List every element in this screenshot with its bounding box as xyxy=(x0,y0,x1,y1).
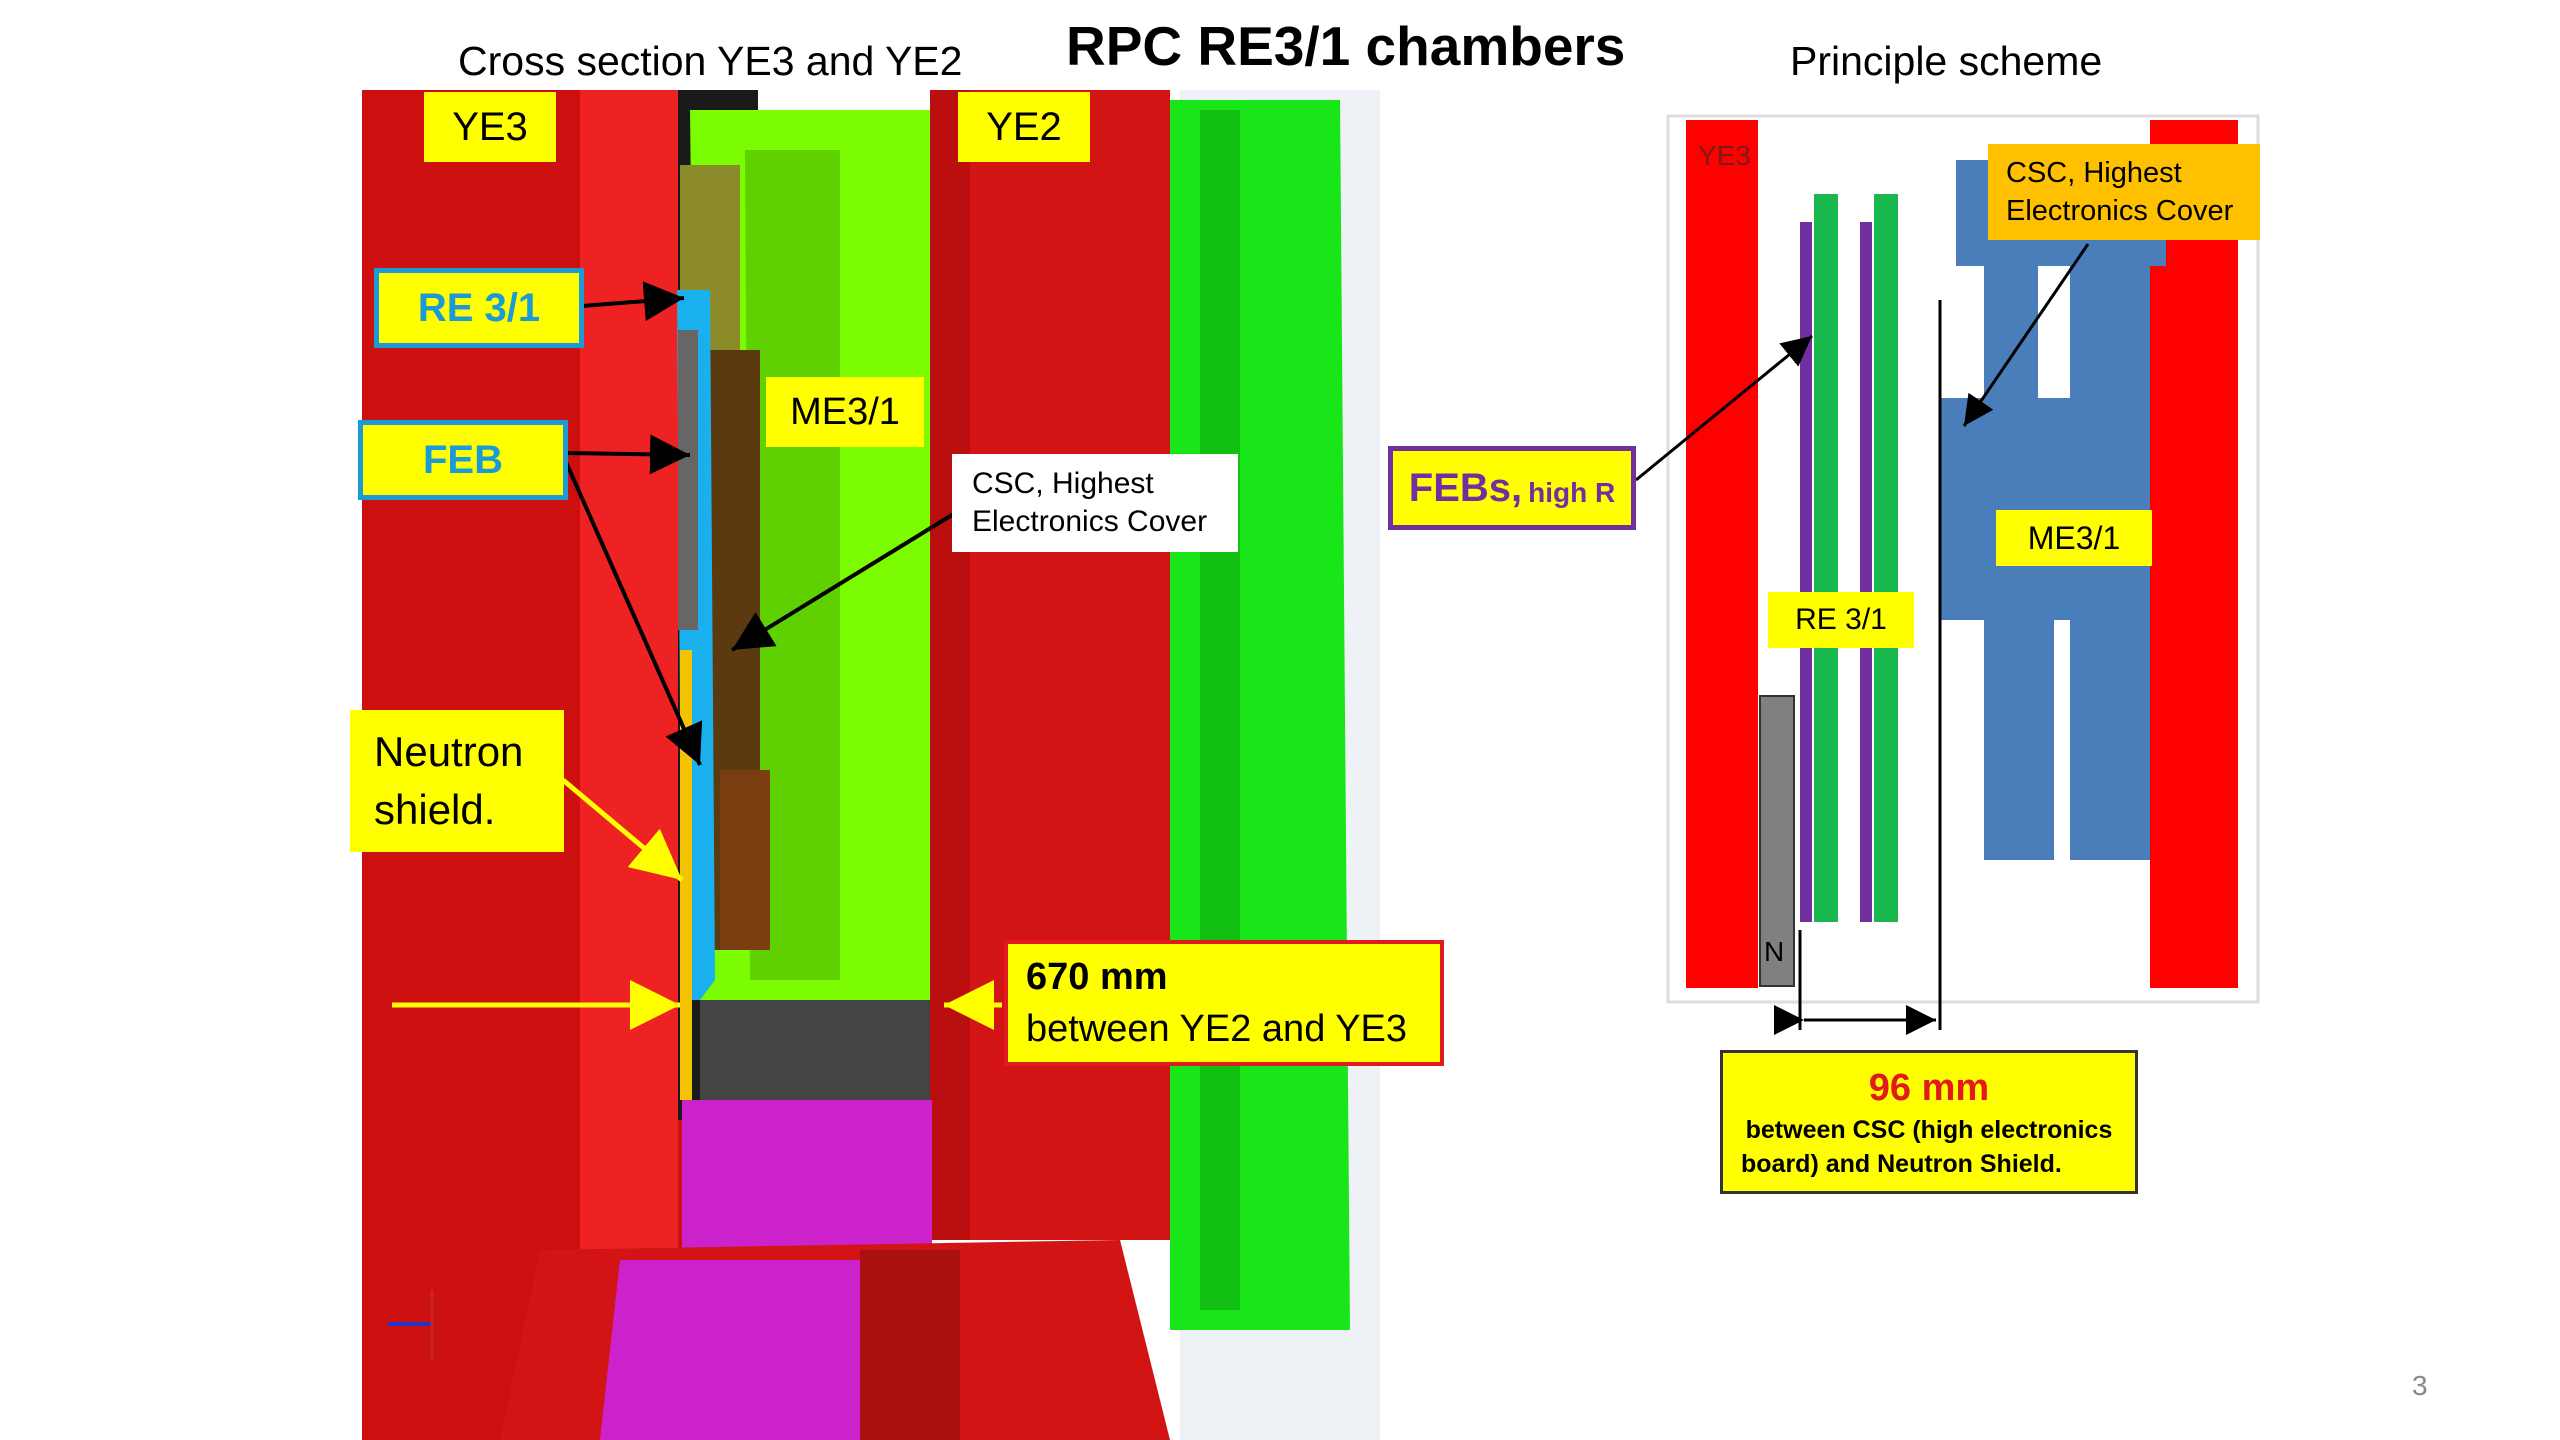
csc-callout-line2: Electronics Cover xyxy=(972,505,1208,538)
febs-arrow xyxy=(1635,334,1813,482)
feb-arrow-2 xyxy=(564,461,703,766)
neutron-shield-line2: shield. xyxy=(374,786,496,833)
feb-arrow-1 xyxy=(565,434,691,475)
magenta-base xyxy=(682,1100,932,1250)
feb-boards xyxy=(678,330,698,630)
scheme-re-purple-2 xyxy=(1860,222,1872,922)
lower-wheel-hub xyxy=(600,1260,900,1440)
scheme-neutron-block xyxy=(1759,695,1795,987)
neutron-arrow xyxy=(561,778,684,882)
scheme-re-purple-1 xyxy=(1800,222,1812,922)
page-number: 3 xyxy=(2412,1370,2428,1401)
lower-grey-block xyxy=(700,1000,930,1100)
gap-670-value: 670 mm xyxy=(1026,956,1168,998)
me31-brown-lower xyxy=(720,770,770,950)
ye2-side-chamber-shade xyxy=(1200,110,1240,1310)
febs-label: FEBs, high R xyxy=(1388,446,1636,530)
scheme-csc-arrow xyxy=(1962,243,2090,427)
scheme-me31-label: ME3/1 xyxy=(1996,510,2152,566)
scheme-re31-label: RE 3/1 xyxy=(1768,592,1914,648)
csc-callout: CSC, Highest Electronics Cover xyxy=(952,454,1238,552)
scheme-n-label: N xyxy=(1764,936,1785,967)
dist-96-line1: between CSC (high electronics xyxy=(1745,1116,2113,1144)
scheme-csc-line1: CSC, Highest xyxy=(2006,157,2182,189)
scheme-re-green-1 xyxy=(1814,194,1838,922)
me31-label: ME3/1 xyxy=(766,377,924,447)
neutron-shield-line1: Neutron xyxy=(374,728,524,775)
neutron-shield-label: Neutron shield. xyxy=(350,710,564,852)
csc-arrow xyxy=(730,508,962,652)
gap-670-label: 670 mm between YE2 and YE3 xyxy=(1004,940,1444,1066)
principle-scheme-heading: Principle scheme xyxy=(1790,38,2103,84)
re31-arrow xyxy=(581,281,685,322)
febs-sub: high R xyxy=(1528,477,1616,508)
dist-96-line2: board) and Neutron Shield. xyxy=(1741,1150,2062,1178)
dist-96-label: 96 mm between CSC (high electronics boar… xyxy=(1720,1050,2138,1194)
scheme-csc-line2: Electronics Cover xyxy=(2006,195,2234,227)
csc-callout-line1: CSC, Highest xyxy=(972,467,1154,500)
scheme-csc-lower-1 xyxy=(1984,600,2054,860)
ye3-label: YE3 xyxy=(424,92,556,162)
scheme-csc-callout: CSC, Highest Electronics Cover xyxy=(1988,144,2260,240)
feb-label: FEB xyxy=(358,420,568,500)
ye2-yoke-edge xyxy=(930,90,970,1240)
scheme-re-green-2 xyxy=(1874,194,1898,922)
scheme-ye3-bar xyxy=(1686,120,1758,988)
cross-section-heading: Cross section YE3 and YE2 xyxy=(458,38,963,84)
scheme-ye3-label: YE3 xyxy=(1698,140,1751,171)
febs-main: FEBs, xyxy=(1408,465,1523,510)
lower-wheel-band xyxy=(860,1250,960,1440)
gap-670-text: between YE2 and YE3 xyxy=(1026,1008,1408,1050)
slide-title: RPC RE3/1 chambers xyxy=(1066,15,1626,77)
ye2-label: YE2 xyxy=(958,92,1090,162)
re31-label: RE 3/1 xyxy=(374,268,584,348)
dist-96-value: 96 mm xyxy=(1868,1067,1990,1109)
